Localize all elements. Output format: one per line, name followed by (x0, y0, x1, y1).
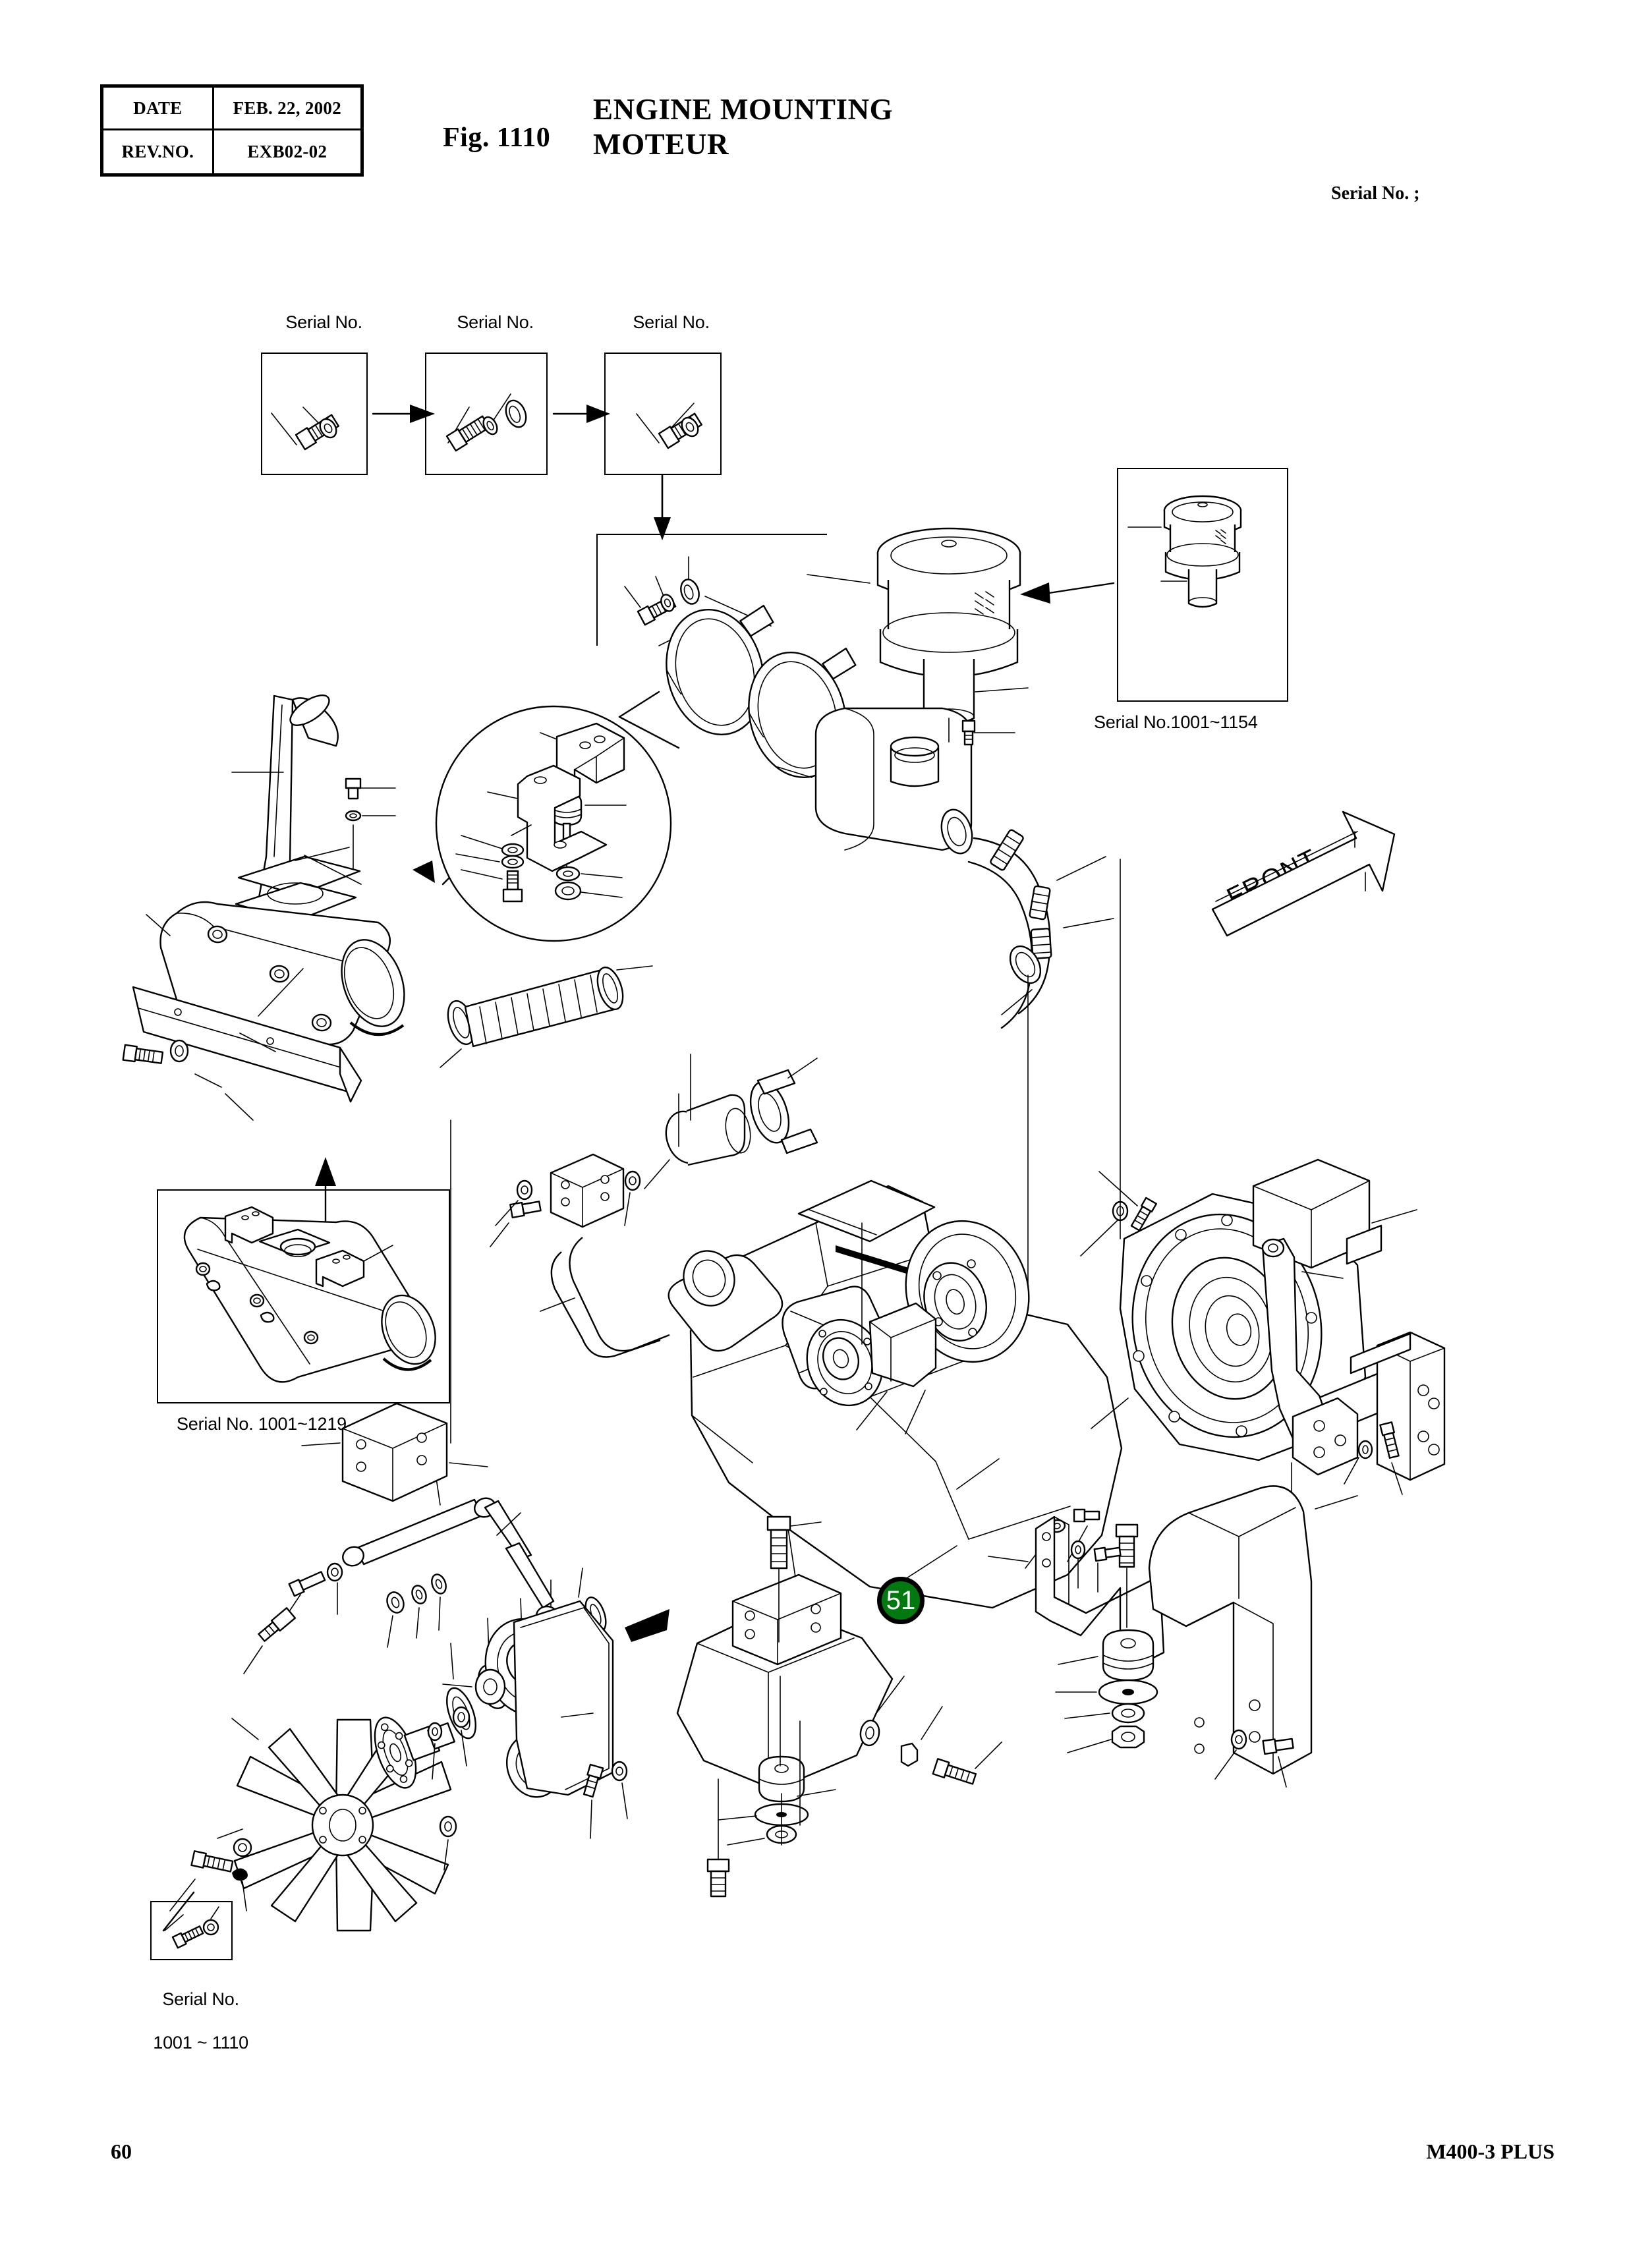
date-label: DATE (103, 88, 214, 128)
revno-value: EXB02-02 (247, 142, 328, 161)
flywheel-housing (1091, 1158, 1446, 1516)
engine-base-mount (676, 1515, 894, 1898)
serial-box-2 (425, 353, 548, 475)
flow-arrow-3 (654, 474, 671, 540)
serial-box-3 (604, 353, 722, 475)
flexible-bellows (440, 965, 653, 1068)
model-name: M400-3 PLUS (1426, 2139, 1554, 2163)
date-value: FEB. 22, 2002 (233, 98, 342, 118)
cooling-fan-assembly (162, 1568, 607, 1949)
engine-block (668, 1179, 1123, 1609)
fan-bolt-inset-label: Serial No. 1001 ~ 1110 (153, 1989, 248, 2052)
air-cleaner-inset-box (1117, 468, 1288, 702)
page-title: ENGINE MOUNTING MOTEUR (593, 92, 893, 162)
clamp-hardware-box (596, 534, 827, 646)
air-cleaner-assembly (807, 527, 1115, 725)
section-marker-b: B (573, 1614, 596, 1648)
revno-label: REV.NO. (103, 130, 214, 173)
serial-box-1 (261, 353, 368, 475)
page-number: 60 (111, 2139, 132, 2163)
figure-number: Fig. 1110 (443, 123, 551, 153)
revision-table: DATE FEB. 22, 2002 REV.NO. EXB02-02 (100, 84, 364, 177)
front-arrow-label: FRONT (1222, 843, 1323, 913)
flow-arrow-2 (552, 405, 610, 423)
header-serial-no: Serial No. ; (1331, 183, 1420, 204)
construction-lines (450, 859, 1121, 1767)
flywheel-bolts (1025, 1171, 1157, 1569)
engine-support-strut (1261, 1237, 1403, 1495)
muffler-assembly (122, 694, 451, 1266)
air-cleaner-inset-label: Serial No.1001~1154 (1094, 712, 1258, 732)
linkage-rod-assembly (243, 1402, 559, 1674)
right-engine-mount-bracket (988, 1485, 1358, 1788)
title-english: ENGINE MOUNTING (593, 93, 894, 126)
duct-fittings (490, 1058, 818, 1358)
table-row: DATE FEB. 22, 2002 (103, 88, 360, 130)
mount-bracket-detail-circle (435, 705, 672, 942)
table-row: REV.NO. EXB02-02 (103, 130, 360, 173)
alternator (806, 1302, 937, 1434)
muffler-inset-box (157, 1189, 450, 1403)
lower-fasteners (427, 1676, 1002, 1871)
fan-bolt-inset-box (150, 1901, 233, 1960)
muffler-inset-label: Serial No. 1001~1219 (177, 1414, 347, 1434)
title-french: MOTEUR (593, 128, 729, 161)
intake-canister (777, 707, 1114, 1029)
callout-badge-51[interactable]: 51 (877, 1577, 925, 1624)
section-b-arrow (625, 1609, 669, 1642)
